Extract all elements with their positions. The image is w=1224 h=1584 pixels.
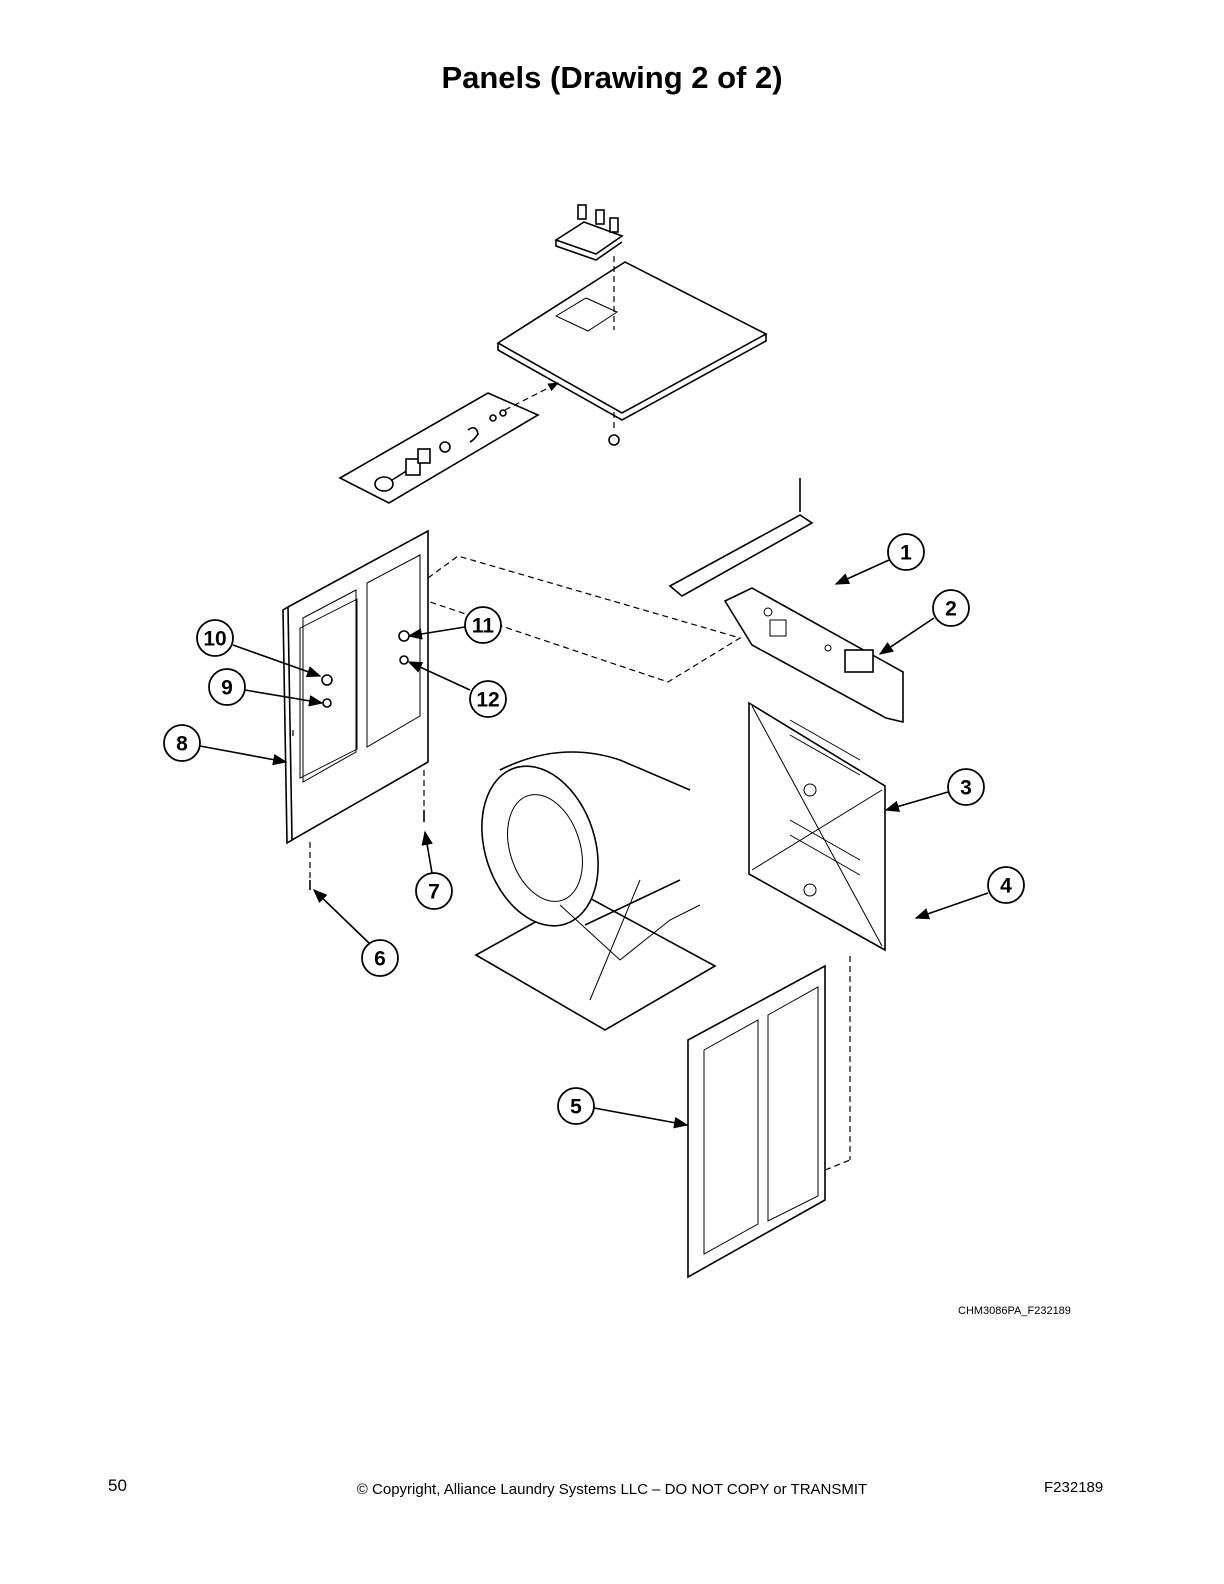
callout-3: 3 <box>884 768 985 812</box>
callout-1: 1 <box>834 533 925 585</box>
callout-9: 9 <box>208 668 324 707</box>
callout-6: 6 <box>312 889 399 977</box>
svg-text:10: 10 <box>203 628 226 651</box>
document-number: F232189 <box>1044 1479 1104 1496</box>
callout-2: 2 <box>878 589 970 655</box>
page-title: Panels (Drawing 2 of 2) <box>441 60 783 95</box>
hardware-kit <box>338 382 559 504</box>
svg-text:8: 8 <box>176 733 188 756</box>
control-bracket <box>668 478 904 724</box>
drum-assembly <box>474 751 717 1031</box>
page-number: 50 <box>108 1476 127 1495</box>
svg-text:6: 6 <box>374 948 386 971</box>
top-panel-assembly <box>496 204 768 446</box>
callout-7: 7 <box>415 830 453 910</box>
left-side-panel <box>282 529 429 890</box>
callout-4: 4 <box>914 866 1025 920</box>
svg-text:3: 3 <box>960 777 972 800</box>
svg-text:5: 5 <box>570 1096 582 1119</box>
svg-text:1: 1 <box>900 542 912 565</box>
svg-text:11: 11 <box>472 615 495 638</box>
svg-text:12: 12 <box>476 689 499 712</box>
front-lower-panel <box>748 701 886 1160</box>
callout-11: 11 <box>407 606 502 644</box>
front-door-panel <box>687 964 851 1279</box>
callout-12: 12 <box>407 661 507 718</box>
callout-10: 10 <box>196 619 322 678</box>
svg-text:7: 7 <box>428 881 440 904</box>
callout-8: 8 <box>163 724 288 766</box>
assembly-guide-line <box>427 555 742 683</box>
svg-text:4: 4 <box>1000 875 1012 898</box>
callout-5: 5 <box>557 1087 689 1129</box>
copyright-notice: © Copyright, Alliance Laundry Systems LL… <box>356 1481 868 1498</box>
drawing-code: CHM3086PA_F232189 <box>958 1305 1071 1317</box>
svg-text:2: 2 <box>945 598 957 621</box>
svg-text:9: 9 <box>221 677 233 700</box>
